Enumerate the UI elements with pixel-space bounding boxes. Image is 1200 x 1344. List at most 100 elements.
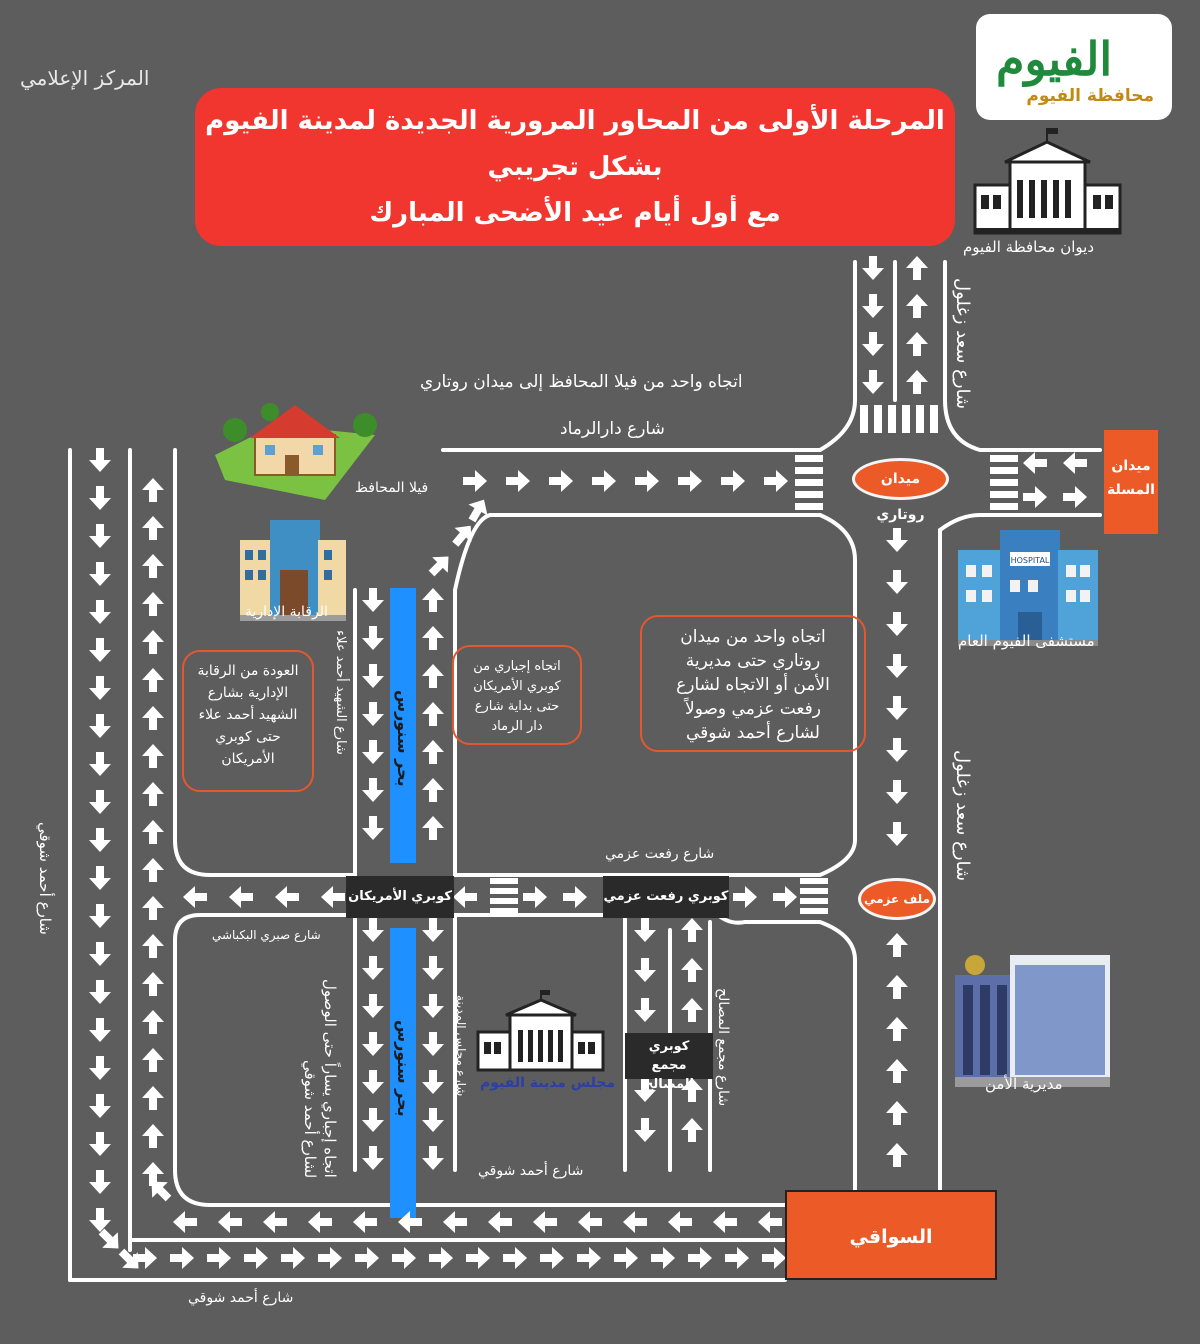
- note-line: العودة من الرقابة: [197, 663, 299, 679]
- direction-arrow-up: [886, 1101, 908, 1125]
- direction-arrow-diagonal: [452, 525, 472, 547]
- bridge-refaat-azmy-label: كوبري رفعت عزمي: [603, 889, 729, 904]
- direction-arrow-down: [89, 676, 111, 700]
- direction-arrow-up: [142, 630, 164, 654]
- direction-arrow-diagonal: [98, 1228, 119, 1249]
- direction-arrow-up: [142, 972, 164, 996]
- direction-arrow-up: [142, 858, 164, 882]
- villa-building-icon: [215, 403, 377, 500]
- direction-arrow-right: [773, 886, 797, 908]
- crosswalk: [990, 455, 1018, 510]
- header-banner: المرحلة الأولى من المحاور المرورية الجدي…: [195, 88, 955, 246]
- direction-arrow-down: [362, 1070, 384, 1094]
- direction-arrow-down: [362, 740, 384, 764]
- note-line: لشارع أحمد شوقي: [686, 723, 820, 743]
- direction-arrow-left: [229, 886, 253, 908]
- direction-arrow-down: [89, 1170, 111, 1194]
- direction-arrow-up: [886, 1059, 908, 1083]
- direction-arrow-right: [463, 470, 487, 492]
- direction-arrow-right: [170, 1247, 194, 1269]
- direction-arrow-right: [678, 470, 702, 492]
- direction-arrow-down: [422, 1070, 444, 1094]
- direction-arrow-right: [688, 1247, 712, 1269]
- direction-arrow-up: [142, 1010, 164, 1034]
- direction-arrow-up: [681, 918, 703, 942]
- hospital-label: مستشفى الفيوم العام: [958, 632, 1095, 650]
- direction-arrow-down: [362, 918, 384, 942]
- direction-arrow-down: [362, 1108, 384, 1132]
- sawaqi-square: السواقي: [785, 1190, 997, 1280]
- note-one-way-rotary: اتجاه واحد من ميدان روتاري حتى مديرية ال…: [640, 615, 866, 752]
- street-martyr-ahmed-alaa: شارع الشهيد أحمد علاء: [333, 630, 348, 755]
- header-line-3: مع أول أيام عيد الأضحى المبارك: [369, 198, 781, 228]
- direction-arrow-right: [1023, 486, 1047, 508]
- direction-arrow-down: [89, 1208, 111, 1232]
- street-one-way-top: اتجاه واحد من فيلا المحافظ إلى ميدان روت…: [420, 372, 743, 392]
- street-dar-al-ramad: شارع دارالرماد: [560, 419, 665, 439]
- direction-arrow-down: [422, 956, 444, 980]
- direction-arrow-right: [244, 1247, 268, 1269]
- direction-arrow-left: [453, 886, 477, 908]
- crosswalks: [490, 405, 1018, 914]
- direction-arrow-right: [207, 1247, 231, 1269]
- direction-arrow-left: [668, 1211, 692, 1233]
- direction-arrow-up: [906, 370, 928, 394]
- note-line: اتجاه إجباري من: [473, 659, 561, 674]
- direction-arrows: [89, 256, 1087, 1269]
- note-line: حتى بداية شارع: [474, 699, 560, 714]
- direction-arrow-down: [886, 822, 908, 846]
- direction-arrow-up: [906, 332, 928, 356]
- direction-arrow-down: [362, 1032, 384, 1056]
- direction-arrow-right: [721, 470, 745, 492]
- villa-label: فيلا المحافظ: [355, 480, 429, 496]
- rotary-square-label: ميدان روتاري: [876, 471, 925, 523]
- bridge-masaleh-line-2: مجمع المصالح: [644, 1058, 694, 1092]
- direction-arrow-down: [886, 654, 908, 678]
- crosswalk: [800, 878, 828, 914]
- direction-arrow-down: [362, 994, 384, 1018]
- direction-arrow-down: [886, 738, 908, 762]
- direction-arrow-right: [281, 1247, 305, 1269]
- road-curve: [173, 838, 357, 877]
- direction-arrow-down: [886, 780, 908, 804]
- street-saad-zaghloul-mid: شارع سعد زغلول: [952, 750, 973, 882]
- note-line: الشهيد أحمد علاء: [198, 707, 298, 723]
- direction-arrow-right: [563, 886, 587, 908]
- direction-arrow-up: [142, 820, 164, 844]
- direction-arrow-down: [422, 1108, 444, 1132]
- direction-arrow-right: [318, 1247, 342, 1269]
- direction-arrow-down: [89, 790, 111, 814]
- direction-arrow-right: [651, 1247, 675, 1269]
- street-sabry-bakbashy: شارع صبري البكباشي: [212, 928, 321, 942]
- direction-arrow-down: [886, 612, 908, 636]
- direction-arrow-left: [263, 1211, 287, 1233]
- direction-arrow-up: [422, 664, 444, 688]
- direction-arrow-down: [89, 752, 111, 776]
- media-center-label: المركز الإعلامي: [20, 66, 150, 90]
- crosswalk: [860, 405, 938, 433]
- road-curve: [716, 913, 857, 1192]
- direction-arrow-up: [681, 998, 703, 1022]
- direction-arrow-down: [89, 448, 111, 472]
- hospital-sign: HOSPITAL: [1011, 556, 1050, 565]
- direction-arrow-right: [764, 470, 788, 492]
- note-line: الأمريكان: [221, 751, 275, 767]
- note-forced-american: اتجاه إجباري من كوبري الأمريكان حتى بداي…: [452, 645, 582, 745]
- direction-arrow-diagonal: [151, 1181, 172, 1202]
- direction-arrow-up: [142, 744, 164, 768]
- direction-arrow-up: [142, 592, 164, 616]
- logo-mark: الفيوم: [996, 32, 1113, 86]
- direction-arrow-down: [634, 1078, 656, 1102]
- direction-arrow-up: [142, 478, 164, 502]
- direction-arrow-down: [862, 256, 884, 280]
- direction-arrow-right: [592, 470, 616, 492]
- direction-arrow-left: [1023, 452, 1047, 474]
- note-line: رفعت عزمي وصولاً: [685, 699, 821, 719]
- security-directorate-building-icon: [955, 955, 1110, 1087]
- street-majma-al-masaleh: شارع مجمع المصالح: [715, 988, 731, 1107]
- hospital-building-icon: HOSPITAL: [958, 530, 1098, 646]
- note-line: حتى كوبري: [215, 729, 281, 745]
- admin-control-label: الرقابة الإدارية: [245, 604, 328, 620]
- street-ahmed-shawky-inner: شارع أحمد شوقي: [478, 1163, 584, 1179]
